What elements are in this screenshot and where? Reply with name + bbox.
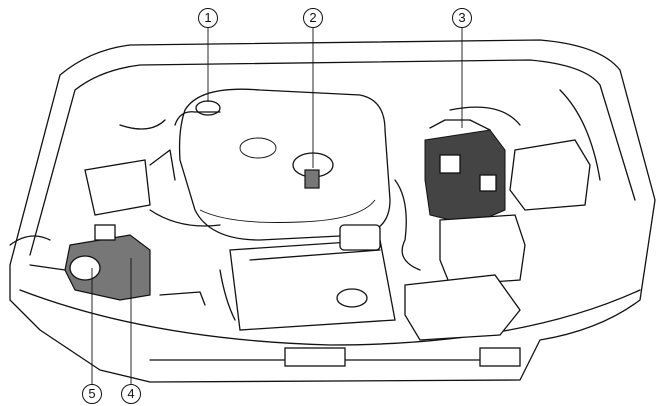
callout-1: 1 [198,8,218,28]
coolant-reservoir-cap [195,100,221,116]
brake-fluid-reservoir [64,234,151,301]
callout-2: 2 [303,8,323,28]
washer-fluid-cap [69,255,101,281]
callout-5: 5 [82,384,102,404]
engine-cover [178,88,391,241]
body-outline [9,39,656,383]
callout-3: 3 [452,8,472,28]
callout-4: 4 [121,384,141,404]
